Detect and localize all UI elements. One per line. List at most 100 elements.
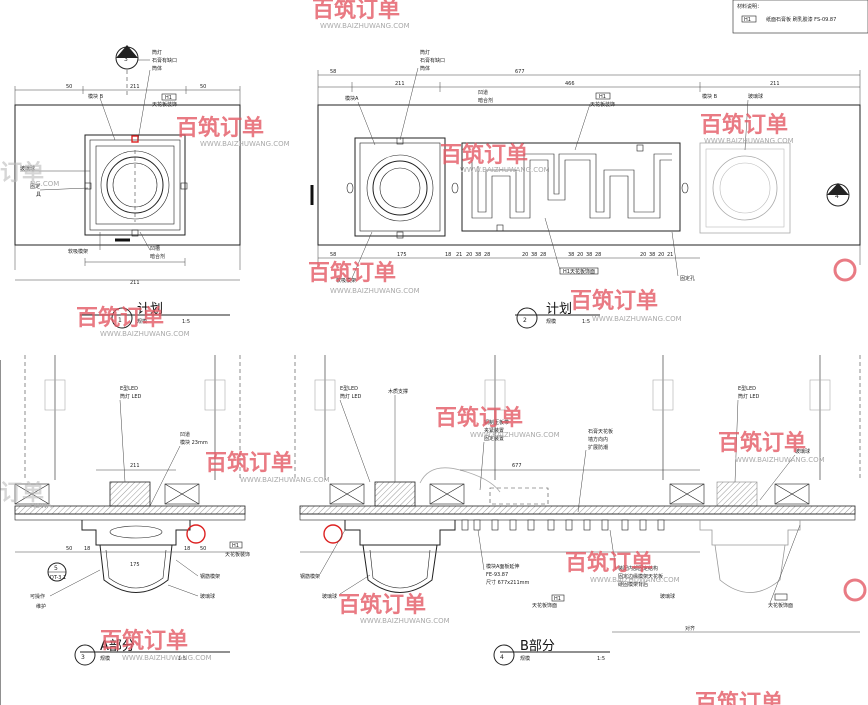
sb-title: B部分 [520,639,555,654]
sa-label-8: 钢筋模架 [200,573,220,580]
p2-label-8: 天花板装饰 [590,101,615,108]
sa-sub: 规模 [100,655,110,662]
p1-label-10: 具 [36,192,41,198]
sb-label-12: 玻璃球 [322,593,337,600]
sb-label-16: H1 [554,596,561,602]
plan-1: 3 50 211 50 211 筒灯 [14,45,241,329]
sa-dim-18-right: 18 [184,546,190,552]
sb-label-11: 钢筋模架 [300,573,320,580]
sa-dim-175: 175 [130,562,140,568]
p1-label-8: 玻璃球 [20,165,35,172]
watermark-9: 百筑订单 WWW.BAIZHUWANG.COM [205,450,330,484]
sb-dim-677: 677 [512,463,522,469]
p2-dim-3: 677 [515,69,525,75]
callout-4-label: 4 [835,193,839,200]
sb-label-4: 铜制压板带 [484,419,509,426]
sb-label-25: 筒灯 LED [738,393,760,400]
p2-num: 2 [523,317,527,324]
watermark-logo-right [833,258,867,602]
p1-label-1: 筒灯 [152,49,162,56]
watermark-6: 百筑订单 WWW.BAIZHUWANG.COM [570,288,682,323]
svg-text:WWW.BAIZHUWANG.COM: WWW.BAIZHUWANG.COM [320,22,410,30]
p2-label-12: H1天花板饰面 [563,268,595,275]
sb-label-20: 硬固模架背后 [618,581,648,588]
sb-label-2: 筒灯 LED [340,393,362,400]
sa-label-11: 维护 [36,603,46,610]
p2-bdim-18: 21 [667,252,673,258]
p2-label-4: 模块A [345,95,359,102]
callout-3-label: 3 [124,56,128,63]
p2-dim-5: 211 [770,81,780,87]
svg-text:WWW.BAIZHUWANG.COM: WWW.BAIZHUWANG.COM [592,315,682,323]
svg-text:WWW.BAIZHUWANG.COM: WWW.BAIZHUWANG.COM [200,140,290,148]
sb-label-3: 木质支撑 [388,388,408,395]
p1-label-9: 固定 [30,183,40,190]
sa-label-10: 可操作 [30,593,45,600]
sb-label-7: 石膏天花板 [588,428,613,435]
p2-label-11: 软吸模架 [336,277,356,284]
sa-scale: 1:5 [178,656,186,662]
sa-label-4: 模块 23mm [180,439,208,446]
svg-text:WWW.BAIZHUWANG.COM: WWW.BAIZHUWANG.COM [122,654,212,662]
svg-text:百筑订单: 百筑订单 [338,592,426,618]
p2-dim-1: 58 [330,69,336,75]
svg-text:百筑订单: 百筑订单 [565,550,653,576]
svg-text:WWW.BAIZHUWANG.COM: WWW.BAIZHUWANG.COM [590,576,680,584]
legend-title: 材料说明： [737,3,762,10]
p2-scale: 1:5 [582,319,590,325]
p2-label-3: 筒体 [420,65,430,72]
p1-label-6: H1 [165,95,172,101]
sa-dim-211: 211 [130,463,140,469]
p2-bdim-16: 38 [649,252,655,258]
svg-text:WWW.BAIZHUWANG.COM: WWW.BAIZHUWANG.COM [330,287,420,295]
sa-label-9: 玻璃球 [200,593,215,600]
dim-left: 50 [66,84,72,90]
p1-scale: 1:5 [182,319,190,325]
svg-text:订单: 订单 [0,161,44,186]
sb-label-23: 对齐 [685,625,695,632]
watermark-8: 百筑订单 WWW.BAIZHUWANG.COM [435,405,560,439]
sb-label-17: 天花板饰面 [532,602,557,609]
callout-5-label: 5 [54,565,58,572]
title-circle-2 [516,307,538,329]
p1-label-3: 石膏有缺口 [152,57,177,64]
section-b: 677 E型LED 筒灯 LED 木质支撑 铜制压板带 夹紧装置 固定装置 石膏… [294,355,861,666]
p2-dim-2: 211 [395,81,405,87]
watermark-10: 百筑订单 WWW.BAIZHUWANG.COM [718,430,825,464]
sb-label-9: 扩展防潮 [588,444,608,451]
svg-text:百筑订单: 百筑订单 [205,450,293,476]
p2-label-9: 模块 B [702,93,718,100]
p1-label-5: 模块 B [88,93,104,100]
p2-bdim-3: 18 [445,252,451,258]
svg-text:百筑订单: 百筑订单 [570,288,658,314]
svg-text:HUWA: HUWA [30,502,52,510]
p1-label-13: 暗合剂 [150,253,165,260]
sa-label-1: E型LED [120,385,138,392]
p2-bdim-1: 58 [330,252,336,258]
svg-text:WWW.BAIZHUWANG.COM: WWW.BAIZHUWANG.COM [470,431,560,439]
sb-scale: 1:5 [597,656,605,662]
p2-label-1: 筒灯 [420,49,430,56]
sa-num: 3 [81,654,85,661]
title-circle-1 [111,307,133,329]
legend-code: H1 [744,17,751,23]
plan-2: 58 211 677 466 211 4 58 [310,49,861,329]
svg-text:百筑订单: 百筑订单 [176,115,264,141]
svg-text:WWW.BAIZHUWANG.COM: WWW.BAIZHUWANG.COM [240,476,330,484]
p2-bdim-5: 20 [466,252,472,258]
svg-text:WWW.BAIZHUWANG.COM: WWW.BAIZHUWANG.COM [735,456,825,464]
dim-mid: 211 [130,84,140,90]
sb-label-24: E型LED [738,385,756,392]
p1-label-4: 筒体 [152,65,162,72]
svg-text:百筑订单: 百筑订单 [700,112,788,138]
p2-dim-4: 466 [565,81,575,87]
sb-label-15: 尺寸 677x211mm [486,579,530,586]
svg-text:WWW.BAIZHUWANG.COM: WWW.BAIZHUWANG.COM [100,330,190,338]
p1-label-7: 天花板装饰 [152,101,177,108]
p2-label-5: 凹道 [478,89,488,96]
svg-text:WWW.BAIZHUWANG.COM: WWW.BAIZHUWANG.COM [704,137,794,145]
title-circle-4 [493,644,515,666]
watermark-5: 百筑订单 WWW.BAIZHUWANG.COM [308,260,420,295]
dim-bottom: 211 [130,280,140,286]
watermark-13: 百筑订单 WWW.BAIZHUWANG.COM [100,628,212,662]
